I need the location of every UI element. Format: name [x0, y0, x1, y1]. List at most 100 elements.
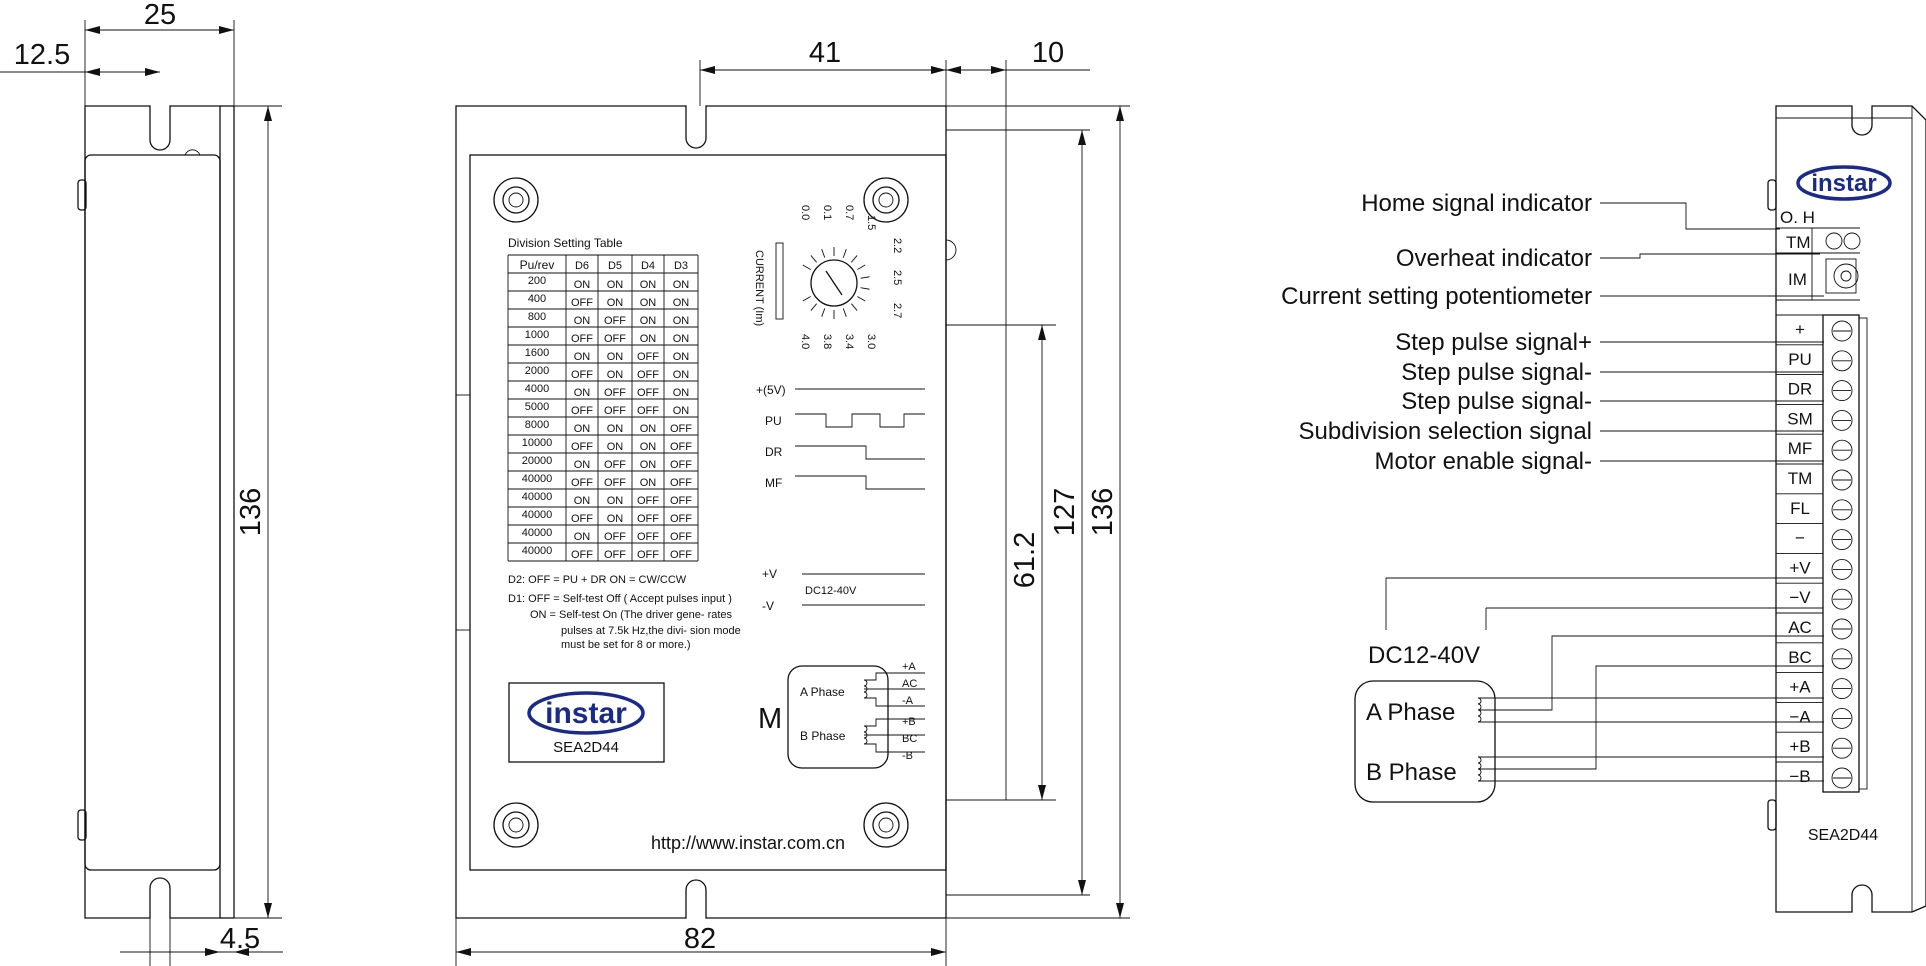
motor-nb: -B [902, 750, 913, 762]
terminal-label: BC [1788, 648, 1812, 667]
table-cell: ON [673, 405, 690, 417]
table-cell: 200 [528, 275, 546, 287]
signal-nv: -V [762, 599, 774, 613]
screw-icon [863, 177, 909, 223]
table-cell: OFF [637, 351, 659, 363]
table-cell: OFF [637, 549, 659, 561]
table-cell: OFF [604, 531, 626, 543]
signal-dr: DR [765, 445, 783, 459]
table-cell: OFF [637, 369, 659, 381]
table-cell: OFF [604, 459, 626, 471]
dim-front-width: 82 [684, 923, 716, 955]
table-cell: 40000 [522, 491, 553, 503]
dial-top-3: 1.5 [865, 215, 877, 230]
table-cell: ON [640, 477, 657, 489]
dim-side-bottom: 4.5 [220, 923, 260, 955]
table-cell: ON [673, 351, 690, 363]
table-cell: ON [607, 369, 624, 381]
table-cell: ON [640, 315, 657, 327]
table-cell: ON [673, 297, 690, 309]
terminal-label: + [1795, 320, 1805, 339]
indicator-oh: O. H [1780, 208, 1815, 227]
terminal-label: PU [1788, 350, 1812, 369]
terminal-label: MF [1788, 439, 1813, 458]
note-d1-a: D1: OFF = Self-test Off ( Accept pulses … [508, 593, 732, 605]
table-cell: ON [607, 423, 624, 435]
table-cell: ON [673, 315, 690, 327]
note-d2: D2: OFF = PU + DR ON = CW/CCW [508, 574, 687, 586]
table-cell: ON [607, 279, 624, 291]
screw-terminal-icon [1831, 618, 1853, 640]
table-cell: OFF [604, 549, 626, 561]
callout-label: Step pulse signal- [1401, 359, 1592, 386]
instar-logo: instar [1796, 165, 1892, 201]
potentiometer-icon [1833, 263, 1859, 289]
callout-label: Home signal indicator [1361, 190, 1592, 217]
table-cell: ON [640, 333, 657, 345]
logo-text: instar [545, 697, 627, 730]
screw-icon [863, 802, 909, 848]
table-cell: OFF [637, 387, 659, 399]
table-cell: ON [574, 315, 591, 327]
screw-terminal-icon [1831, 320, 1853, 342]
table-cell: OFF [670, 495, 692, 507]
table-cell: ON [574, 459, 591, 471]
table-cell: 1000 [525, 329, 549, 341]
callout-label: Step pulse signal- [1401, 388, 1592, 415]
signal-pv: +V [762, 567, 777, 581]
table-cell: ON [673, 333, 690, 345]
table-cell: 2000 [525, 365, 549, 377]
table-cell: ON [673, 279, 690, 291]
motor-b-phase: B Phase [800, 729, 846, 743]
callout-label: Motor enable signal- [1375, 448, 1592, 475]
table-cell: OFF [571, 549, 593, 561]
screw-terminal-icon [1831, 588, 1853, 610]
screw-terminal-icon [1831, 648, 1853, 670]
motor-m: M [758, 703, 782, 735]
indicator-im: IM [1788, 270, 1807, 289]
callout-label: Step pulse signal+ [1395, 329, 1592, 356]
table-header: D4 [641, 260, 655, 272]
dim-front-h1: 61.2 [1009, 532, 1041, 588]
screw-terminal-icon [1831, 678, 1853, 700]
table-cell: OFF [670, 441, 692, 453]
table-cell: OFF [571, 513, 593, 525]
table-cell: 8000 [525, 419, 549, 431]
current-dial: CURRENT (Im) 0.0 0.1 0.7 1.5 2.2 2.5 2.7… [753, 205, 903, 349]
screw-terminal-icon [1831, 380, 1853, 402]
right-a-phase: A Phase [1366, 699, 1455, 726]
table-cell: OFF [604, 315, 626, 327]
table-cell: OFF [604, 477, 626, 489]
callout-label: Overheat indicator [1396, 245, 1592, 272]
table-cell: OFF [670, 513, 692, 525]
note-d1-b: ON = Self-test On (The driver gene- rate… [530, 609, 733, 621]
led-icon [1843, 232, 1861, 250]
table-header: D5 [608, 260, 622, 272]
screw-terminal-icon [1831, 499, 1853, 521]
table-cell: OFF [571, 441, 593, 453]
terminal-label: +A [1789, 678, 1811, 697]
callout-label: Current setting potentiometer [1281, 283, 1592, 310]
table-cell: ON [673, 387, 690, 399]
table-cell: 10000 [522, 437, 553, 449]
table-cell: OFF [637, 495, 659, 507]
table-title: Division Setting Table [508, 236, 623, 250]
table-cell: OFF [670, 423, 692, 435]
table-cell: ON [574, 531, 591, 543]
indicator-tm: TM [1786, 233, 1811, 252]
dial-bottom-0: 4.0 [799, 334, 811, 349]
table-cell: ON [640, 279, 657, 291]
table-cell: ON [607, 351, 624, 363]
plate-model: SEA2D44 [553, 739, 619, 756]
table-cell: OFF [604, 387, 626, 399]
table-cell: ON [607, 513, 624, 525]
right-power: DC12-40V [1368, 642, 1480, 669]
side-view: 25 12.5 136 4.5 [0, 0, 283, 966]
table-cell: 40000 [522, 527, 553, 539]
dial-label: CURRENT (Im) [753, 250, 765, 326]
right-model: SEA2D44 [1808, 827, 1878, 844]
